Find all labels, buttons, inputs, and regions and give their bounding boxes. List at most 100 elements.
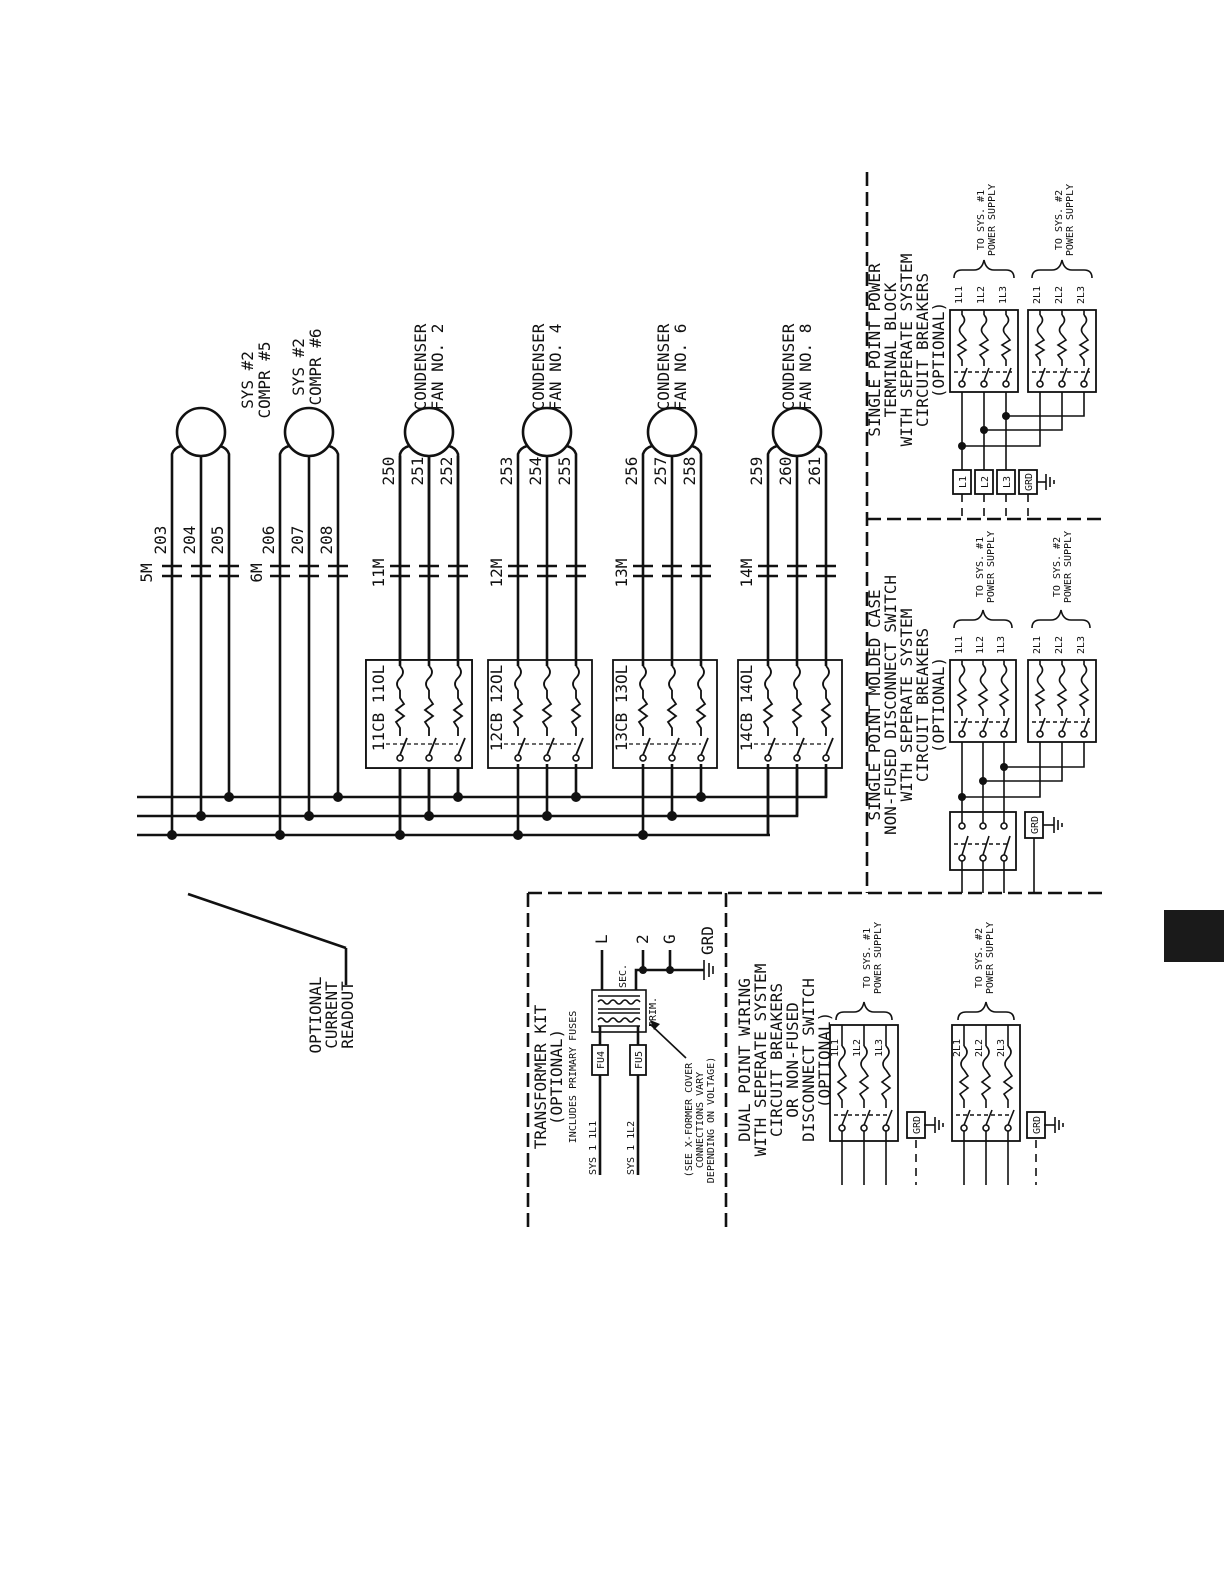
fan-label-2: FAN NO. 8 (796, 324, 815, 411)
terminal-label: 2L1 (1032, 286, 1043, 304)
wire-label: 205 (208, 526, 227, 555)
panel-title: SINGLE POINT MOLDED CASE (865, 589, 884, 820)
panel-title: CIRCUIT BREAKERS (767, 983, 786, 1137)
contactor-label: 5M (137, 563, 156, 582)
panel-title: TERMINAL BLOCK (881, 282, 900, 417)
fan-label-1: CONDENSER (411, 323, 430, 410)
fan-label-1: CONDENSER (779, 323, 798, 410)
fuse-label: FU4 (596, 1051, 607, 1069)
overload-label: 13OL (612, 665, 631, 704)
wire-label: 256 (622, 457, 641, 486)
brace-icon (1031, 259, 1093, 279)
wire-label: 259 (747, 457, 766, 486)
panel-title: WITH SEPERATE SYSTEM (897, 609, 916, 802)
condenser-fan-2: CONDENSER FAN NO. 2 11CB 11OL 11M 25 (365, 323, 473, 840)
contactor-11m (390, 564, 468, 578)
condenser-fan-4: CONDENSER FAN NO. 4 12CB 12OL 12M 253 (487, 323, 593, 840)
breaker-label: 12CB (487, 713, 506, 752)
contactor-5m (162, 564, 239, 578)
to-label: POWER SUPPLY (1065, 184, 1076, 256)
terminal-label: 1L1 (830, 1039, 841, 1057)
overload-label: 14OL (737, 665, 756, 704)
panel-title: DUAL POINT WIRING (735, 978, 754, 1142)
fan-label-2: FAN NO. 6 (671, 324, 690, 411)
wire-label: 252 (437, 457, 456, 486)
fan-label-1: CONDENSER (529, 323, 548, 410)
contactor-label: 13M (612, 559, 631, 588)
overload-label: 11OL (369, 665, 388, 704)
motor-symbol (283, 406, 335, 458)
transformer-icon (591, 989, 647, 1033)
fan-label-1: CONDENSER (654, 323, 673, 410)
brace-icon (953, 609, 1013, 629)
grd-label: GRD (1030, 816, 1041, 834)
to-label: POWER SUPPLY (1063, 531, 1074, 603)
to-label: TO SYS. #2 (1052, 537, 1063, 597)
terminal-label: 1L2 (852, 1039, 863, 1057)
panel-title: SINGLE POINT POWER (865, 263, 884, 437)
panel-title: (OPTIONAL) (929, 302, 948, 398)
output-label-grd: GRD (698, 926, 717, 955)
wire-label: 254 (526, 457, 545, 486)
prim-label: PRIM. (648, 997, 659, 1027)
to-label: TO SYS. #2 (1054, 190, 1065, 250)
terminal-label: 2L2 (1054, 286, 1065, 304)
single-point-terminal-block: SINGLE POINT POWER TERMINAL BLOCK WITH S… (865, 184, 1097, 519)
transformer-optional: (OPTIONAL) (547, 1029, 566, 1125)
wire-label: 253 (497, 457, 516, 486)
output-label-2: 2 (633, 934, 652, 944)
terminal-label: 1L2 (976, 286, 987, 304)
panel-title: CIRCUIT BREAKERS (913, 628, 932, 782)
compressor-motor-5: SYS #2 COMPR #5 5M 203 204 205 (137, 341, 274, 840)
contactor-13m (633, 564, 711, 578)
dual-point-wiring: DUAL POINT WIRING WITH SEPERATE SYSTEM C… (735, 922, 1064, 1185)
motor-label-1: SYS #2 (289, 338, 308, 396)
wire-label: 257 (651, 457, 670, 486)
fan-label-2: FAN NO. 4 (546, 324, 565, 411)
condenser-fan-8: CONDENSER FAN NO. 8 14CB 14OL (737, 323, 843, 835)
brace-icon (957, 1001, 1015, 1021)
wire-label: 255 (555, 457, 574, 486)
breaker-label: 11CB (369, 713, 388, 752)
compressor-motor-6: SYS #2 COMPR #6 6M 206 207 208 (247, 328, 348, 840)
terminal-label: 2L3 (996, 1039, 1007, 1057)
wire-label: 251 (408, 457, 427, 486)
contactor-label: 12M (487, 559, 506, 588)
wire-label: 261 (805, 457, 824, 486)
to-label: POWER SUPPLY (985, 922, 996, 994)
fan-label-2: FAN NO. 2 (428, 324, 447, 411)
panel-dividers (526, 172, 1106, 1232)
terminal-label: 1L1 (954, 636, 965, 654)
terminal-label: 2L2 (1054, 636, 1065, 654)
note-line: CONNECTIONS VARY (695, 1072, 706, 1168)
to-label: TO SYS. #1 (862, 928, 873, 988)
brace-icon (953, 259, 1015, 279)
grd-label: GRD (912, 1116, 923, 1134)
input-terminal-label: L1 (958, 476, 969, 488)
terminal-label: 2L3 (1076, 286, 1087, 304)
sec-label: SEC. (618, 964, 629, 988)
wire-label: 206 (259, 526, 278, 555)
terminal-label: 1L1 (954, 286, 965, 304)
breaker-label: 13CB (612, 713, 631, 752)
wire-label: 258 (680, 457, 699, 486)
brace-icon (835, 1001, 893, 1021)
brace-icon (1031, 609, 1091, 629)
to-label: POWER SUPPLY (986, 531, 997, 603)
contactor-label: 14M (737, 559, 756, 588)
panel-title: CIRCUIT BREAKERS (913, 273, 932, 427)
single-point-molded-case: SINGLE POINT MOLDED CASE NON-FUSED DISCO… (865, 531, 1097, 893)
motor-symbol (521, 406, 573, 458)
to-label: POWER SUPPLY (873, 922, 884, 994)
output-label-g: G (660, 934, 679, 944)
optional-current-readout: OPTIONAL CURRENT READOUT (187, 892, 357, 1054)
input-terminal-label: GRD (1024, 473, 1035, 491)
fuse-label: FU5 (634, 1051, 645, 1069)
note-line: DEPENDING ON VOLTAGE) (706, 1057, 717, 1183)
motor-symbol (771, 406, 823, 458)
terminal-label: 1L3 (874, 1039, 885, 1057)
contactor-label: 6M (247, 563, 266, 582)
contactor-6m (270, 564, 348, 578)
